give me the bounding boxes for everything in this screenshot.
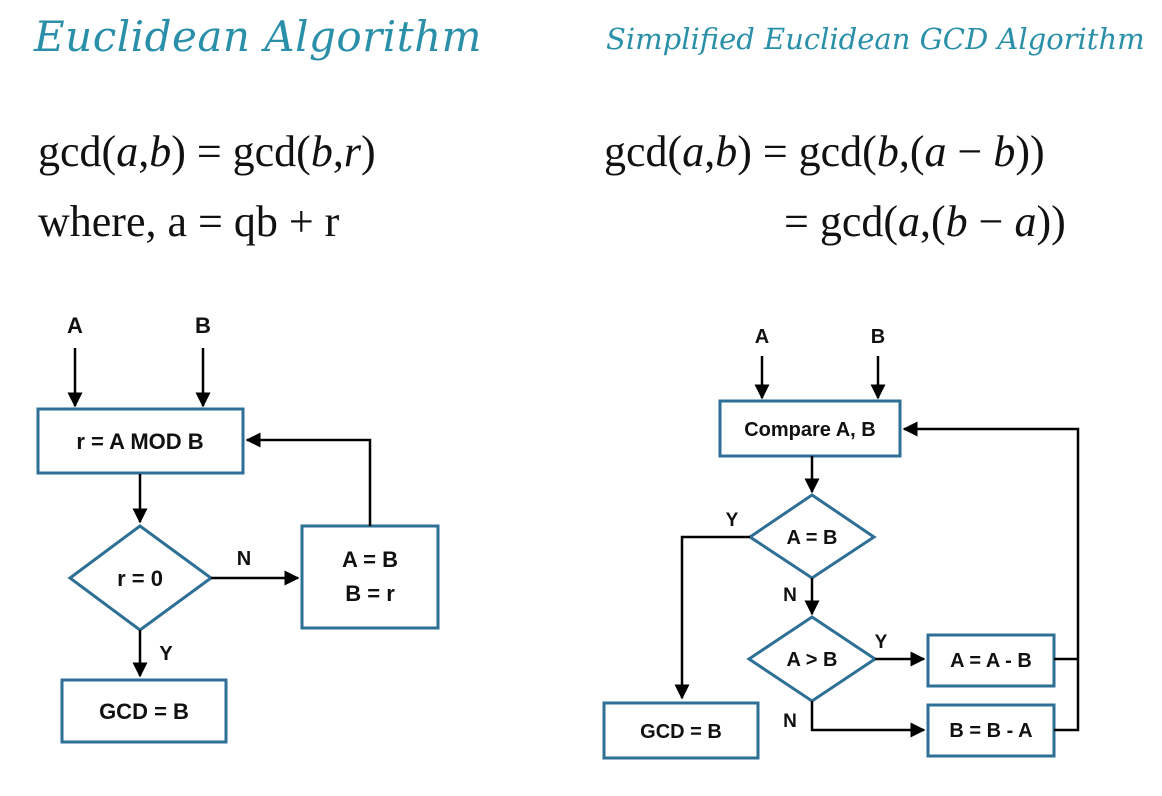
left-assign-box	[300, 524, 440, 630]
left-decision-label: r = 0	[117, 566, 163, 591]
left-result-label: GCD = B	[99, 699, 189, 724]
right-input-b-label: B	[871, 326, 885, 348]
right-compare-box	[718, 399, 902, 458]
right-yes-label-2: Y	[875, 632, 888, 653]
right-sub-a-label: A = A - B	[950, 650, 1032, 672]
left-result-box	[60, 678, 228, 744]
right-input-a-label: A	[755, 326, 769, 348]
left-mod-box-label: r = A MOD B	[76, 429, 203, 454]
left-mod-box	[36, 407, 245, 475]
right-arrow-loop-back	[902, 421, 1080, 732]
right-flowchart: A B Compare A, B A = B Y N A > B Y A = A…	[602, 326, 1080, 760]
equation-gcd-subtraction-1: gcd(a,b) = gcd(b,(a − b))	[604, 127, 1045, 176]
left-assign-line1: A = B	[342, 547, 398, 572]
title-simplified-euclidean: Simplified Euclidean GCD Algorithm	[606, 22, 1145, 56]
right-compare-label: Compare A, B	[744, 419, 876, 441]
right-sub-b-box	[926, 703, 1056, 758]
left-flowchart: A B r = A MOD B r = 0 N A = B B = r Y GC…	[36, 313, 440, 744]
right-arrow-yes-to-result	[674, 535, 750, 700]
right-arrow-no-to-sub-b	[810, 701, 926, 738]
left-no-label: N	[237, 548, 251, 570]
right-decision-greater-label: A > B	[787, 649, 838, 671]
right-yes-label-1: Y	[726, 510, 739, 531]
equation-gcd-recursive: gcd(a,b) = gcd(b,r)	[38, 127, 376, 176]
left-assign-line2: B = r	[345, 581, 395, 606]
right-sub-b-label: B = B - A	[949, 720, 1032, 742]
left-input-b-label: B	[195, 313, 211, 338]
equation-gcd-subtraction-2: = gcd(a,(b − a))	[784, 197, 1066, 246]
left-arrow-loop-back	[245, 432, 372, 526]
right-sub-a-box	[926, 633, 1056, 688]
right-no-label-2: N	[783, 711, 797, 732]
right-result-label: GCD = B	[640, 721, 722, 743]
left-input-a-label: A	[67, 313, 83, 338]
title-euclidean-algorithm: Euclidean Algorithm	[34, 12, 482, 61]
left-yes-label: Y	[159, 643, 173, 665]
equation-where-clause: where, a = qb + r	[38, 197, 340, 246]
right-result-box	[602, 701, 760, 760]
right-decision-equal-label: A = B	[787, 527, 838, 549]
right-no-label-1: N	[783, 585, 797, 606]
